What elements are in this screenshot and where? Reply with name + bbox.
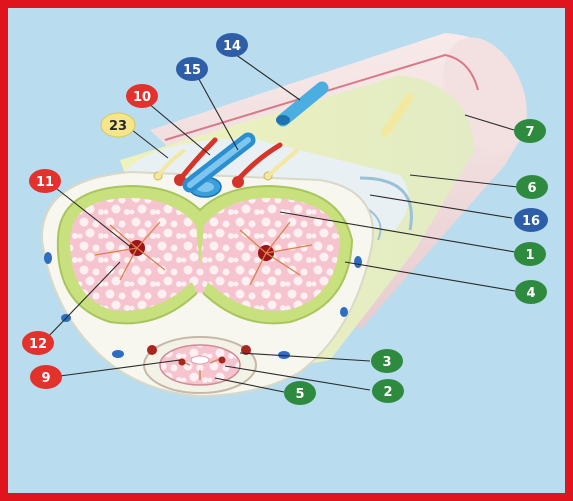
badge-bg <box>372 379 404 403</box>
dorsal-nerve-right <box>266 148 300 178</box>
dorsal-nerve-left <box>156 148 187 178</box>
badge-label-6: 6 <box>527 181 536 196</box>
badge-1: 1 <box>514 242 546 266</box>
badge-label-14: 14 <box>223 39 241 54</box>
badge-bg <box>516 175 548 199</box>
fascia-arc <box>359 176 413 231</box>
badge-bg <box>515 280 547 304</box>
badge-2: 2 <box>372 379 404 403</box>
badge-16: 16 <box>514 208 548 232</box>
badge-label-9: 9 <box>41 371 50 386</box>
badge-15: 15 <box>176 57 208 81</box>
badge-3: 3 <box>371 349 403 373</box>
badge-bg <box>514 119 546 143</box>
helicine-branches-right <box>239 221 313 286</box>
badge-label-12: 12 <box>29 337 47 352</box>
badge-bg <box>126 84 158 108</box>
badge-label-1: 1 <box>525 248 534 263</box>
sheath-edge-line <box>164 53 479 141</box>
superficial-dorsal-vein-section <box>276 115 290 125</box>
dorsal-artery-left <box>175 137 218 185</box>
badge-label-23: 23 <box>109 119 127 134</box>
leader-1 <box>279 211 516 253</box>
badge-label-3: 3 <box>382 355 391 370</box>
badge-label-5: 5 <box>295 387 304 402</box>
badge-bg <box>176 57 208 81</box>
leader-16 <box>369 194 513 219</box>
lateral-vessel-1 <box>44 252 52 264</box>
badge-label-10: 10 <box>133 90 151 105</box>
leader-14 <box>231 51 301 101</box>
badge-bg <box>216 33 248 57</box>
bulbar-vessel-left <box>147 345 157 355</box>
spongy-body-tissue <box>159 344 241 386</box>
badge-bg <box>514 242 546 266</box>
badge-label-4: 4 <box>526 286 535 301</box>
leader-2 <box>224 365 371 391</box>
badge-bg <box>514 208 548 232</box>
superficial-dorsal-vein <box>276 81 329 127</box>
leader-3 <box>239 352 371 362</box>
badge-12: 12 <box>22 331 54 355</box>
leader-4 <box>344 261 516 292</box>
badge-9: 9 <box>30 365 62 389</box>
corpora-cavernosa-tissue <box>70 198 340 311</box>
badge-23: 23 <box>100 112 136 138</box>
badge-bg <box>284 381 316 405</box>
badge-10: 10 <box>126 84 158 108</box>
badge-11: 11 <box>29 169 61 193</box>
lateral-vessel-3 <box>112 350 124 358</box>
leader-23 <box>131 129 169 159</box>
lateral-vessel-4 <box>278 351 290 359</box>
badge-bg <box>29 169 61 193</box>
badge-label-2: 2 <box>383 385 392 400</box>
leader-9 <box>59 359 181 377</box>
lateral-vessel-6 <box>354 256 362 268</box>
badge-bg <box>30 365 62 389</box>
leader-15 <box>194 71 239 151</box>
leader-12 <box>44 261 121 341</box>
badge-label-16: 16 <box>522 214 540 229</box>
leader-11 <box>51 184 133 249</box>
badge-bg <box>22 331 54 355</box>
badge-4: 4 <box>515 280 547 304</box>
leader-6 <box>409 174 519 188</box>
badge-bg <box>100 112 136 138</box>
urethral-artery-right <box>218 356 226 364</box>
bulbar-vessel-right <box>241 345 251 355</box>
badge-label-11: 11 <box>36 175 54 190</box>
badge-14: 14 <box>216 33 248 57</box>
leader-7 <box>464 114 515 131</box>
badge-6: 6 <box>516 175 548 199</box>
badge-label-7: 7 <box>525 125 534 140</box>
urethral-artery-left <box>178 358 186 366</box>
helicine-branches-left <box>94 221 166 281</box>
leader-lines <box>44 51 519 393</box>
badge-bg <box>371 349 403 373</box>
badge-7: 7 <box>514 119 546 143</box>
lateral-vessel-5 <box>340 307 348 317</box>
urethra <box>190 355 210 365</box>
superficial-nerve <box>381 93 414 137</box>
dorsal-artery-right <box>233 142 283 185</box>
leader-5 <box>214 377 285 393</box>
badge-5: 5 <box>284 381 316 405</box>
leader-10 <box>147 102 211 156</box>
deep-dorsal-vein-highlight <box>187 137 251 188</box>
badge-label-15: 15 <box>183 63 201 78</box>
